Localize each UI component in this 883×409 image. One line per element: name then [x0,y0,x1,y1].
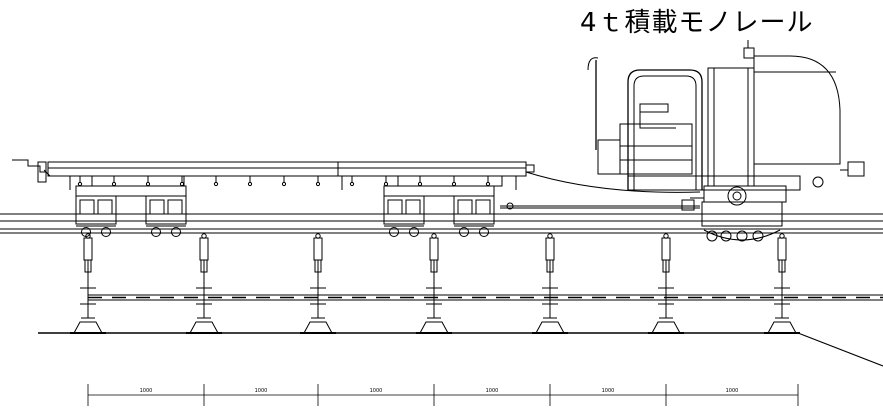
dimension-label: 1000 [486,388,499,394]
support-post [70,233,106,334]
support-post [186,233,222,334]
rail [0,213,883,234]
support-post [648,233,684,334]
support-post [532,233,568,334]
support-post [764,233,800,334]
dimension-labels: 1000 1000 1000 1000 1000 1000 [140,388,739,394]
diagram-title: 4ｔ積載モノレール [580,8,814,38]
dimension-label: 1000 [140,388,153,394]
dimension-line [87,384,799,406]
ground-line [38,332,883,367]
dimension-label: 1000 [726,388,739,394]
dimension-label: 1000 [255,388,268,394]
dimension-label: 1000 [602,388,615,394]
support-post [416,233,452,334]
dimension-label: 1000 [370,388,383,394]
brace-bar [88,294,883,301]
trailer-cart [12,159,701,237]
support-posts [70,233,800,334]
locomotive [587,40,865,242]
support-post [300,233,336,334]
